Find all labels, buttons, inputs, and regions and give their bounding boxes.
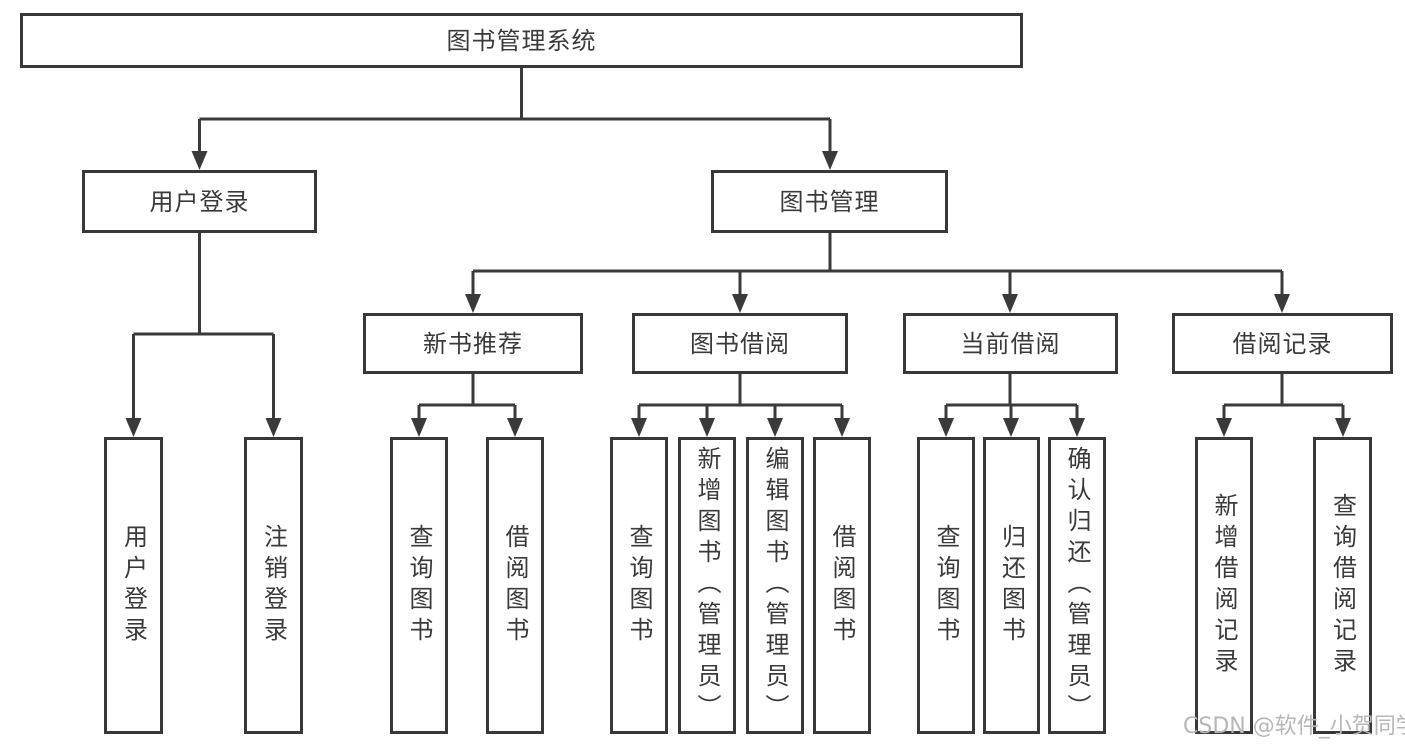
node-new-book-recommend-label: 新书推荐 bbox=[423, 329, 523, 358]
node-book-management-label: 图书管理 bbox=[779, 187, 880, 216]
node-book-borrow: 图书借阅 bbox=[632, 313, 848, 374]
leaf-borrow-books-recommend: 借阅图书 bbox=[486, 437, 544, 734]
leaf-borrow-books-label: 借阅图书 bbox=[828, 523, 856, 648]
watermark: CSDN @软件_小贺同学 bbox=[1183, 714, 1405, 739]
leaf-query-borrow-record-label: 查询借阅记录 bbox=[1328, 492, 1357, 679]
node-borrow-records-label: 借阅记录 bbox=[1232, 329, 1333, 358]
leaf-add-book-admin: 新增图书（管理员） bbox=[678, 437, 736, 734]
leaf-query-books-recommend: 查询图书 bbox=[390, 437, 448, 734]
node-root-label: 图书管理系统 bbox=[446, 26, 597, 55]
leaf-borrow-books: 借阅图书 bbox=[813, 437, 871, 734]
node-book-management: 图书管理 bbox=[711, 170, 948, 233]
leaf-logout: 注销登录 bbox=[244, 437, 303, 734]
leaf-logout-label: 注销登录 bbox=[259, 523, 288, 648]
leaf-edit-book-admin: 编辑图书（管理员） bbox=[746, 437, 804, 734]
node-borrow-records: 借阅记录 bbox=[1172, 313, 1393, 374]
leaf-confirm-return-admin-label: 确认归还（管理员） bbox=[1063, 446, 1091, 725]
node-user-login-label: 用户登录 bbox=[149, 187, 250, 216]
leaf-query-books-borrow: 查询图书 bbox=[610, 437, 668, 734]
leaf-query-borrow-record: 查询借阅记录 bbox=[1313, 437, 1372, 734]
node-user-login: 用户登录 bbox=[82, 170, 317, 233]
leaf-return-book-label: 归还图书 bbox=[997, 523, 1026, 648]
leaf-query-books-current: 查询图书 bbox=[917, 437, 975, 734]
node-root: 图书管理系统 bbox=[20, 13, 1023, 68]
node-book-borrow-label: 图书借阅 bbox=[690, 329, 790, 358]
leaf-query-books-borrow-label: 查询图书 bbox=[625, 523, 653, 648]
leaf-add-borrow-record-label: 新增借阅记录 bbox=[1210, 492, 1238, 679]
node-new-book-recommend: 新书推荐 bbox=[363, 313, 583, 374]
leaf-query-books-current-label: 查询图书 bbox=[932, 523, 960, 648]
node-current-borrow-label: 当前借阅 bbox=[960, 329, 1061, 358]
leaf-return-book: 归还图书 bbox=[983, 437, 1040, 734]
leaf-add-borrow-record: 新增借阅记录 bbox=[1195, 437, 1253, 734]
leaf-confirm-return-admin: 确认归还（管理员） bbox=[1048, 437, 1106, 734]
leaf-user-login-label: 用户登录 bbox=[119, 523, 148, 648]
node-current-borrow: 当前借阅 bbox=[903, 313, 1118, 374]
leaf-edit-book-admin-label: 编辑图书（管理员） bbox=[761, 446, 789, 725]
leaf-add-book-admin-label: 新增图书（管理员） bbox=[693, 446, 721, 725]
leaf-borrow-books-recommend-label: 借阅图书 bbox=[501, 523, 529, 648]
leaf-query-books-recommend-label: 查询图书 bbox=[405, 523, 433, 648]
leaf-user-login: 用户登录 bbox=[104, 437, 163, 734]
